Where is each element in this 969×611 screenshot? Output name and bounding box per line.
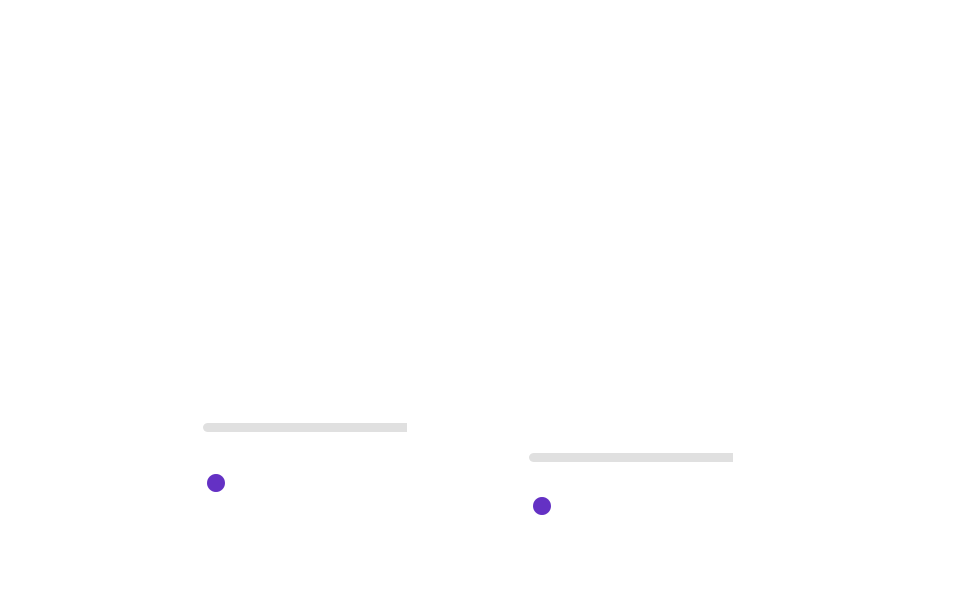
right-panel xyxy=(529,453,733,563)
radio-indicator[interactable] xyxy=(207,474,225,492)
progress-track[interactable] xyxy=(529,453,733,462)
progress-track[interactable] xyxy=(203,423,407,432)
left-panel xyxy=(203,423,407,533)
radio-indicator[interactable] xyxy=(533,497,551,515)
